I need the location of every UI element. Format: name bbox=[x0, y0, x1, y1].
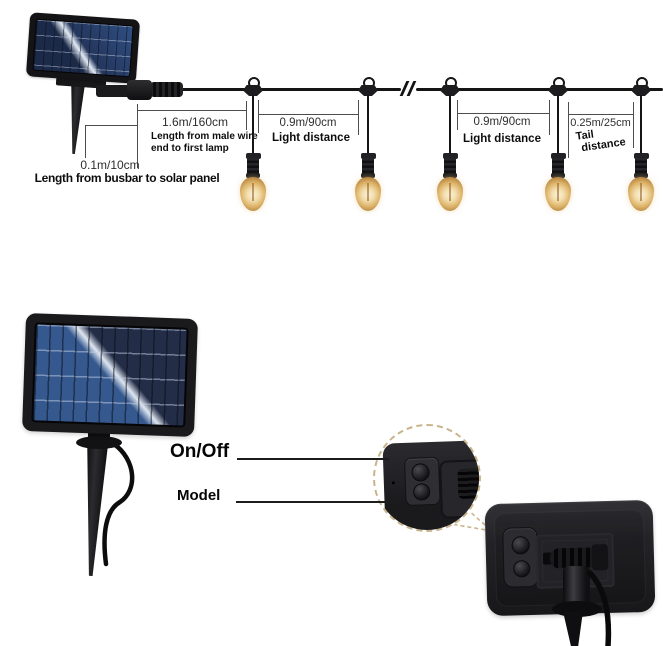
dim-value: 0.9m/90cm bbox=[473, 116, 531, 128]
small-ground-stake bbox=[63, 83, 87, 154]
dim-value: 1.6m/160cm bbox=[161, 115, 229, 129]
onoff-callout-line bbox=[237, 458, 389, 460]
button-pad bbox=[403, 456, 441, 506]
light-bulb bbox=[240, 177, 266, 211]
solar-cells bbox=[31, 322, 189, 428]
socket-cap bbox=[442, 153, 458, 159]
onoff-button bbox=[511, 536, 530, 555]
hanger-body bbox=[548, 85, 568, 96]
stake-collar bbox=[76, 436, 122, 449]
hanger-body bbox=[631, 85, 651, 96]
pendant-cord bbox=[251, 95, 255, 155]
string-wire-segment bbox=[416, 88, 663, 91]
light-bulb bbox=[355, 177, 381, 211]
pendant-cord bbox=[556, 95, 560, 155]
magnifier-detail-circle bbox=[373, 424, 481, 532]
hanger-body bbox=[243, 85, 263, 96]
panel-back-magnified bbox=[382, 440, 479, 530]
model-label: Model bbox=[177, 487, 221, 504]
bulb-pendant bbox=[545, 77, 571, 212]
lamp-socket bbox=[444, 158, 456, 175]
screw-dot bbox=[391, 481, 395, 485]
wire-connector-male bbox=[150, 82, 183, 97]
light-bulb bbox=[628, 177, 654, 211]
onoff-button bbox=[411, 463, 430, 482]
output-cable bbox=[587, 570, 612, 646]
socket-collar bbox=[634, 173, 648, 178]
socket-collar bbox=[361, 173, 375, 178]
lamp-socket bbox=[552, 158, 564, 175]
socket-cap bbox=[360, 153, 376, 159]
lamp-socket bbox=[362, 158, 374, 175]
dim-label: Length from busbar to solar panel bbox=[34, 171, 220, 185]
bulb-pendant bbox=[240, 77, 266, 212]
socket-cap bbox=[245, 153, 261, 159]
light-bulb bbox=[545, 177, 571, 211]
socket-collar bbox=[551, 173, 565, 178]
socket-collar bbox=[246, 173, 260, 178]
solar-cells bbox=[32, 18, 134, 78]
socket-cap bbox=[633, 153, 649, 159]
socket-cap bbox=[550, 153, 566, 159]
large-solar-panel bbox=[21, 313, 199, 437]
dim-label: Light distance bbox=[272, 132, 350, 144]
connector-plug bbox=[457, 468, 479, 500]
pendant-cord bbox=[448, 95, 452, 155]
button-pad bbox=[502, 526, 539, 588]
hanger-body bbox=[358, 85, 378, 96]
bulb-pendant bbox=[437, 77, 463, 212]
model-callout-line bbox=[236, 501, 394, 503]
wire-break-icon bbox=[406, 81, 416, 96]
onoff-label: On/Off bbox=[170, 441, 230, 462]
small-solar-panel bbox=[25, 12, 141, 84]
socket-collar bbox=[443, 173, 457, 178]
dim-label: Light distance bbox=[463, 133, 541, 145]
model-button bbox=[513, 560, 531, 578]
lamp-socket bbox=[635, 158, 647, 175]
power-cable bbox=[102, 441, 135, 567]
dim-value: 0.9m/90cm bbox=[279, 117, 337, 129]
pendant-cord bbox=[639, 95, 643, 155]
dim-value: 0.1m/10cm bbox=[80, 158, 140, 172]
bulb-pendant bbox=[355, 77, 381, 212]
wire-connector-nut bbox=[127, 80, 152, 100]
model-button bbox=[412, 483, 431, 501]
hanger-body bbox=[440, 85, 460, 96]
dim-label: Tail distance bbox=[575, 128, 627, 155]
pendant-cord bbox=[366, 95, 370, 155]
bulb-pendant bbox=[628, 77, 654, 212]
dim-label: Length from male wire bbox=[151, 131, 258, 142]
dim-value: 0.25m/25cm bbox=[570, 117, 631, 129]
wire-connector-female bbox=[96, 85, 130, 97]
dim-label: end to first lamp bbox=[151, 143, 229, 154]
lamp-socket bbox=[247, 158, 259, 175]
light-bulb bbox=[437, 177, 463, 211]
